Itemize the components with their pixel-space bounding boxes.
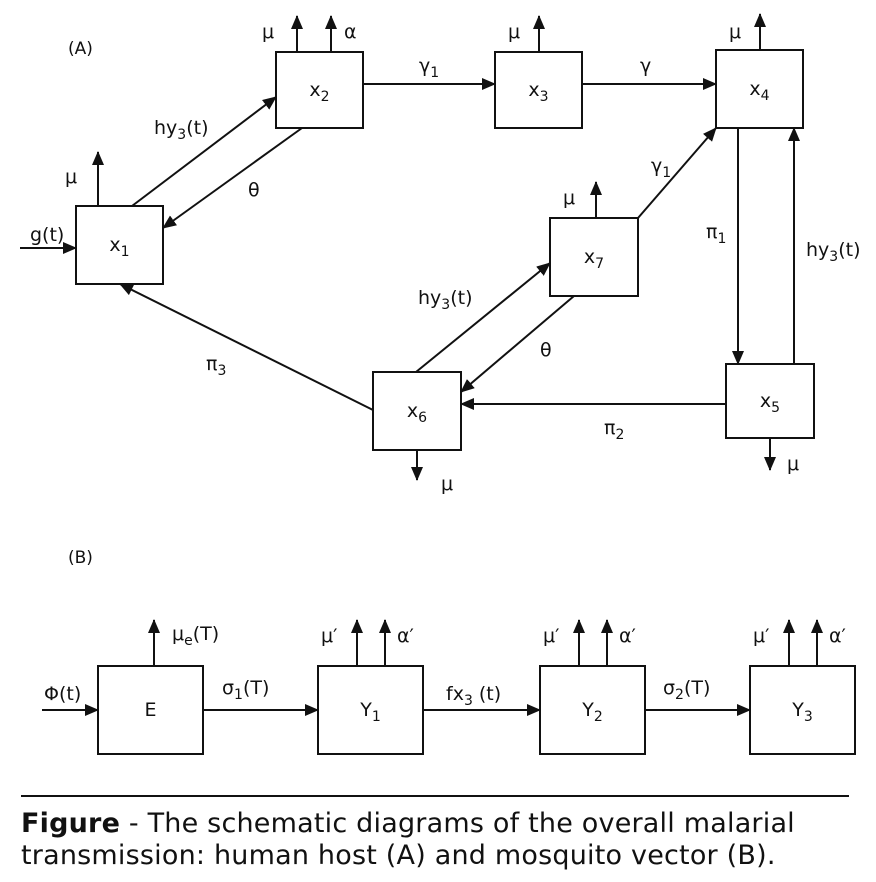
caption-divider xyxy=(21,795,849,797)
box-x1-label: x1 xyxy=(109,234,129,260)
phi-label: Φ(t) xyxy=(44,683,81,705)
mu-prime-label-Y2: μ′ xyxy=(543,625,559,647)
arrow-x7-x6 xyxy=(460,295,575,393)
mu-label-x1: μ xyxy=(65,166,77,188)
mu-label-x4: μ xyxy=(729,21,741,43)
mu-label-x7: μ xyxy=(563,187,575,209)
h-label-x1-x2: hy3(t) xyxy=(154,117,209,143)
mu-label-x5: μ xyxy=(787,453,799,475)
pi2-label-x5-x6: π2 xyxy=(604,417,624,443)
gamma1-label-x2-x3: γ1 xyxy=(419,55,439,81)
sigma2-label: σ2(T) xyxy=(663,677,710,703)
panel-a-label: (A) xyxy=(68,39,93,59)
mu-label-x2: μ xyxy=(262,21,274,43)
figure-caption: Figure - The schematic diagrams of the o… xyxy=(21,808,857,872)
caption-text: - The schematic diagrams of the overall … xyxy=(21,808,795,871)
box-E-label: E xyxy=(144,699,156,721)
box-x2-label: x2 xyxy=(309,79,329,105)
box-x4-label: x4 xyxy=(749,78,769,104)
mu-label-x3: μ xyxy=(508,21,520,43)
theta-label-x2-x1: θ xyxy=(248,179,260,201)
arrow-x2-x1 xyxy=(162,127,303,229)
alpha-prime-label-Y3: α′ xyxy=(829,625,846,647)
h-label-x5-x4: hy3(t) xyxy=(806,239,861,265)
alpha-prime-label-Y1: α′ xyxy=(397,625,414,647)
arrow-x6-x1 xyxy=(119,283,374,411)
box-x2 xyxy=(275,51,364,129)
gamma1-label-x7-x4: γ1 xyxy=(651,155,671,181)
box-x7-label: x7 xyxy=(584,246,604,272)
malaria-transmission-diagram: (A) x1 x2 x3 x4 x5 x6 x7 μ μ α μ μ μ μ μ g(t) hy3(t) θ γ1 γ γ… xyxy=(20,13,861,755)
box-x5-label: x5 xyxy=(760,390,780,416)
box-x7 xyxy=(549,217,639,297)
pi3-label-x6-x1: π3 xyxy=(206,353,226,379)
mu-label-x6: μ xyxy=(441,473,453,495)
alpha-label-x2: α xyxy=(344,21,357,43)
pi1-label-x4-x5: π1 xyxy=(706,221,726,247)
fx3-label: fx3 (t) xyxy=(446,683,501,709)
mu-e-label: μe(T) xyxy=(172,623,219,649)
panel-b-label: (B) xyxy=(68,548,93,568)
gamma-label-x3-x4: γ xyxy=(640,55,651,77)
sigma1-label: σ1(T) xyxy=(222,677,269,703)
box-E xyxy=(97,665,204,755)
g-label: g(t) xyxy=(30,224,64,246)
mu-prime-label-Y3: μ′ xyxy=(753,625,769,647)
alpha-prime-label-Y2: α′ xyxy=(619,625,636,647)
box-Y2-label: Y2 xyxy=(581,699,603,725)
box-x3-label: x3 xyxy=(528,79,548,105)
arrow-x1-x2 xyxy=(131,96,277,207)
box-Y1-label: Y1 xyxy=(359,699,381,725)
box-Y3-label: Y3 xyxy=(791,699,813,725)
mu-prime-label-Y1: μ′ xyxy=(321,625,337,647)
arrow-x6-x7 xyxy=(415,262,551,373)
theta-label-x7-x6: θ xyxy=(540,339,552,361)
arrow-x7-x4 xyxy=(637,127,717,219)
h-label-x6-x7: hy3(t) xyxy=(418,287,473,313)
box-x6-label: x6 xyxy=(407,400,427,426)
caption-lead: Figure xyxy=(21,808,121,839)
